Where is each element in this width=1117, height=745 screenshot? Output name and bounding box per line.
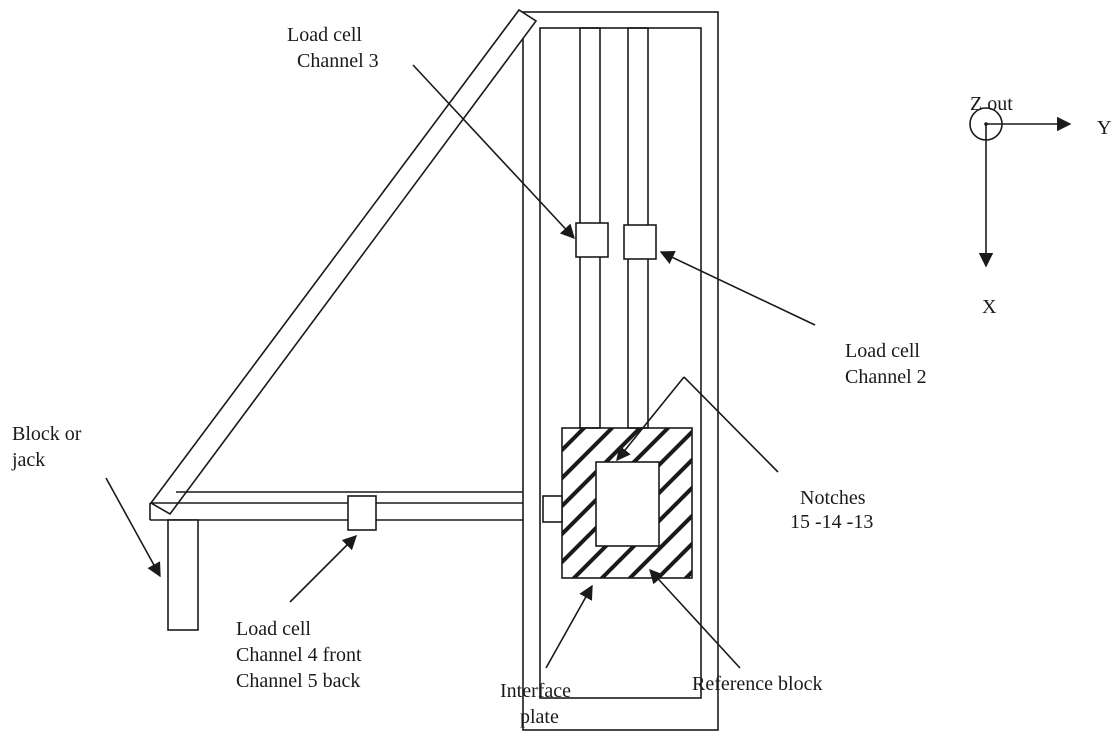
reference-block-hatching [562, 428, 692, 578]
leader-arrow-channel-3 [412, 64, 575, 240]
load-cell-channel-2-label-line2: Channel 2 [845, 366, 927, 388]
notches-label-line1: Notches [800, 487, 866, 509]
leader-arrow-notches [616, 376, 685, 462]
load-cell-channel-4-5-label-line2: Channel 4 front [236, 644, 362, 666]
diagonal-brace [149, 8, 538, 516]
load-cell-channel-3-block [575, 222, 609, 258]
leader-arrow-channel-2 [659, 251, 816, 326]
leader-arrow-block-or-jack [105, 477, 161, 578]
z-out-label: Z out [970, 93, 1013, 115]
load-cell-channel-4-5-block [347, 495, 377, 531]
load-cell-channel-2-block [623, 224, 657, 260]
text-labels: Load cell Channel 3 Load cell Channel 2 … [11, 24, 927, 728]
notches-label-line2: 15 -14 -13 [790, 511, 873, 533]
leader-arrow-reference-block [649, 568, 741, 669]
arm-connector [542, 495, 563, 523]
y-axis-label: Y [1097, 117, 1111, 139]
load-cell-channel-3-label-line1: Load cell [287, 24, 362, 46]
x-axis-label: X [982, 296, 997, 318]
vertical-frame [522, 11, 719, 731]
coordinate-axes: Z out Y X [969, 93, 1111, 318]
leader-arrow-interface-plate [545, 584, 593, 669]
load-cell-channel-2-label-line1: Load cell [845, 340, 920, 362]
horizontal-arm [149, 491, 523, 521]
interface-plate-label-line1: Interface [500, 680, 571, 702]
load-cell-channel-4-5-label-line1: Load cell [236, 618, 311, 640]
block-or-jack-shape [167, 519, 199, 631]
leader-line-notches [683, 376, 779, 473]
reference-block-label: Reference block [692, 673, 822, 695]
load-cell-channel-4-5-label-line3: Channel 5 back [236, 670, 360, 692]
block-or-jack-label-line1: Block or [12, 423, 82, 445]
block-or-jack-label-line2: jack [11, 449, 45, 471]
load-cell-channel-3-label-line2: Channel 3 [297, 50, 379, 72]
leader-arrow-channel-4-5 [289, 534, 358, 603]
reference-block [561, 427, 693, 579]
reference-block-inner [595, 461, 660, 547]
vertical-frame-outer [522, 11, 719, 731]
interface-plate-label-line2: plate [520, 706, 559, 728]
leader-arrows [105, 64, 816, 669]
vertical-frame-inner [539, 27, 702, 699]
